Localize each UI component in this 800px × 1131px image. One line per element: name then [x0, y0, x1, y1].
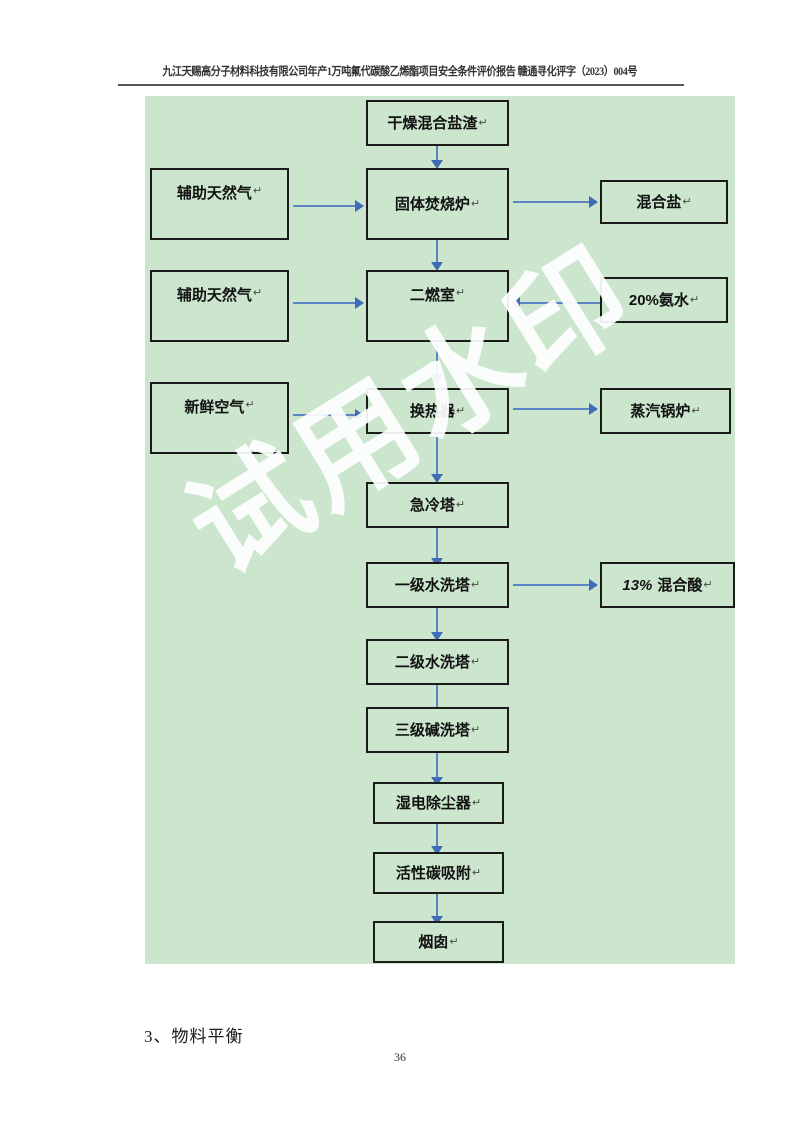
pilcrow-mark: ↵	[449, 935, 459, 948]
document-header-text: 九江天赐高分子材料科技有限公司年产1万吨氟代碳酸乙烯酯项目安全条件评价报告 赣通…	[162, 66, 638, 78]
node-label: 烟囱	[418, 933, 449, 951]
node-alkali-wash-tower-3[interactable]: 三级碱洗塔↵	[366, 707, 509, 753]
node-label: 蒸汽锅炉	[630, 402, 691, 420]
header-divider	[118, 84, 684, 86]
connector-alkali3-to-wesp	[431, 753, 448, 787]
node-label: 急冷塔	[409, 496, 455, 514]
pilcrow-mark: ↵	[455, 404, 466, 417]
node-quench-tower[interactable]: 急冷塔↵	[366, 482, 509, 528]
node-label: 湿电除尘器	[395, 794, 471, 812]
pilcrow-mark: ↵	[471, 796, 482, 809]
section-heading: 3、物料平衡	[144, 1027, 244, 1046]
node-label: 辅助天然气	[176, 287, 252, 304]
connector-ammonia-to-combustion-chamber	[511, 297, 600, 309]
node-dry-mixed-salt-residue[interactable]: 干燥混合盐渣↵	[366, 100, 509, 146]
node-activated-carbon-adsorption[interactable]: 活性碳吸附↵	[373, 852, 504, 894]
node-water-wash-tower-1[interactable]: 一级水洗塔↵	[366, 562, 509, 608]
connector-wesp-to-carbon	[431, 824, 448, 856]
pilcrow-mark: ↵	[252, 287, 263, 299]
mixed-acid-concentration: 13%	[622, 576, 653, 594]
node-label: 换热器	[409, 402, 455, 420]
node-steam-boiler[interactable]: 蒸汽锅炉↵	[600, 388, 731, 434]
connector-aux-gas1-to-incinerator	[293, 200, 366, 212]
connector-incinerator-to-combustion-chamber	[431, 240, 448, 272]
connector-heat-exchanger-to-steam-boiler	[513, 403, 600, 415]
pilcrow-mark: ↵	[455, 287, 466, 299]
process-flow-diagram: 干燥混合盐渣↵ 辅助天然气↵ 固体焚烧炉↵ 混合盐↵ 辅助天然气↵ 二燃室↵ 2…	[145, 96, 735, 964]
node-aux-natural-gas-2[interactable]: 辅助天然气↵	[150, 270, 289, 342]
connector-carbon-to-chimney	[431, 894, 448, 926]
connector-heat-exchanger-to-quench-tower	[431, 434, 448, 484]
pilcrow-mark: ↵	[470, 578, 481, 591]
pilcrow-mark: ↵	[682, 195, 692, 208]
pilcrow-mark: ↵	[471, 866, 482, 879]
pilcrow-mark: ↵	[689, 293, 700, 306]
node-label: 混合盐	[636, 193, 682, 211]
document-header: 九江天赐高分子材料科技有限公司年产1万吨氟代碳酸乙烯酯项目安全条件评价报告 赣通…	[0, 62, 800, 80]
node-solid-incinerator[interactable]: 固体焚烧炉↵	[366, 168, 509, 240]
connector-wash1-to-wash2	[431, 608, 448, 642]
node-mixed-salt[interactable]: 混合盐↵	[600, 180, 728, 224]
pilcrow-mark: ↵	[245, 399, 255, 411]
connector-dry-salt-to-incinerator	[431, 146, 448, 170]
pilcrow-mark: ↵	[691, 404, 701, 417]
connector-incinerator-to-mixed-salt	[513, 196, 600, 208]
node-label: 干燥混合盐渣	[387, 114, 478, 132]
pilcrow-mark: ↵	[470, 197, 481, 210]
node-label: 固体焚烧炉	[394, 195, 470, 213]
connector-combustion-chamber-to-heat-exchanger	[431, 342, 448, 384]
node-second-combustion-chamber[interactable]: 二燃室↵	[366, 270, 509, 342]
pilcrow-mark: ↵	[252, 185, 263, 197]
node-label: 三级碱洗塔	[394, 721, 470, 739]
node-wet-electrostatic-precipitator[interactable]: 湿电除尘器↵	[373, 782, 504, 824]
node-chimney[interactable]: 烟囱↵	[373, 921, 504, 963]
node-heat-exchanger[interactable]: 换热器↵	[366, 388, 509, 434]
node-label: 二级水洗塔	[394, 653, 470, 671]
node-label: 一级水洗塔	[394, 576, 470, 594]
pilcrow-mark: ↵	[478, 116, 488, 129]
node-fresh-air[interactable]: 新鲜空气↵	[150, 382, 289, 454]
node-ammonia-water-20[interactable]: 20%氨水↵	[600, 277, 728, 323]
pilcrow-mark: ↵	[455, 498, 466, 511]
node-label: 辅助天然气	[176, 185, 252, 202]
node-label: 20%氨水	[628, 291, 689, 309]
pilcrow-mark: ↵	[703, 578, 713, 591]
node-label: 二燃室	[409, 287, 455, 304]
node-label: 新鲜空气	[184, 399, 245, 416]
node-mixed-acid[interactable]: 13%混合酸↵	[600, 562, 735, 608]
node-aux-natural-gas-1[interactable]: 辅助天然气↵	[150, 168, 289, 240]
pilcrow-mark: ↵	[470, 655, 481, 668]
connector-fresh-air-to-heat-exchanger	[293, 409, 366, 421]
connector-aux-gas2-to-combustion-chamber	[293, 297, 366, 309]
node-label: 混合酸	[657, 576, 703, 594]
pilcrow-mark: ↵	[470, 723, 481, 736]
node-label: 活性碳吸附	[395, 864, 471, 882]
connector-wash1-to-mixed-acid	[513, 579, 600, 591]
node-water-wash-tower-2[interactable]: 二级水洗塔↵	[366, 639, 509, 685]
page-number: 36	[394, 1050, 406, 1064]
